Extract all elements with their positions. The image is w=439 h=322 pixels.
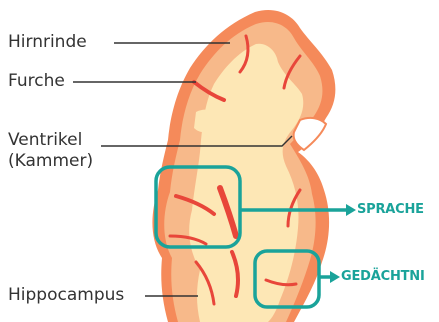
label-ventricle-sub: (Kammer) xyxy=(8,152,93,171)
label-sulcus: Furche xyxy=(8,72,65,91)
region-language-label: SPRACHE xyxy=(357,202,424,217)
label-ventricle: Ventrikel xyxy=(8,131,82,150)
label-cortex: Hirnrinde xyxy=(8,33,87,52)
label-hippocampus: Hippocampus xyxy=(8,286,124,305)
region-memory-label: GEDÄCHTNI xyxy=(341,269,425,284)
ventricle-shape xyxy=(294,118,326,150)
